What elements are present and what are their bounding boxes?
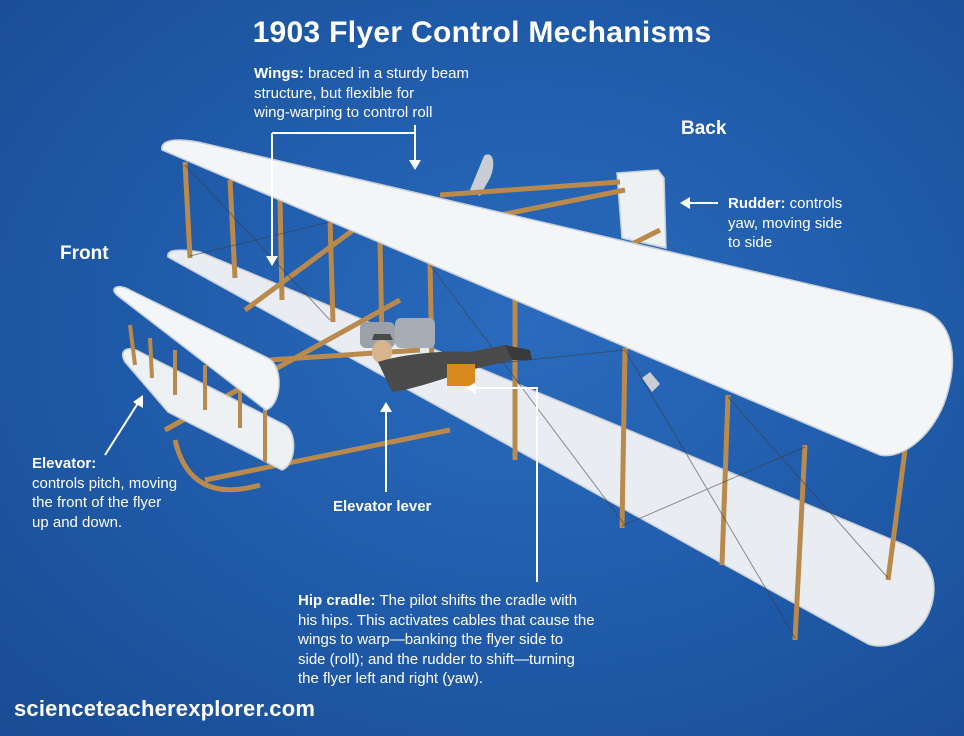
elevator-struts <box>128 324 267 462</box>
elevator-lever-label: Elevator lever <box>333 498 432 515</box>
elevator-upper <box>113 285 280 411</box>
upper-wing <box>161 139 954 457</box>
rudder-line: yaw, moving side <box>728 214 843 232</box>
hip-cradle-callout: Hip cradle: The pilot shifts the cradle … <box>298 591 595 689</box>
hip-cradle-term: Hip cradle: <box>298 592 376 609</box>
front-label: Front <box>60 243 109 264</box>
wings-callout: Wings: braced in a sturdy beam structure… <box>254 64 469 123</box>
rudder <box>616 169 667 249</box>
propeller-upper <box>470 154 494 196</box>
wings-line: wing-warping to control roll <box>254 104 433 121</box>
hip-cradle-line: his hips. This activates cables that cau… <box>298 611 595 629</box>
engine <box>360 318 435 348</box>
propeller-lower <box>642 372 660 392</box>
wings-term: Wings: <box>254 65 304 82</box>
elevator-term: Elevator: <box>32 455 97 472</box>
pointer-arrowheads <box>133 160 690 412</box>
hip-cradle-line: The pilot shifts the cradle with <box>379 592 578 609</box>
diagram-title: 1903 Flyer Control Mechanisms <box>252 16 712 49</box>
hip-cradle-line: the flyer left and right (yaw). <box>298 670 484 687</box>
hip-cradle-line: side (roll); and the rudder to shift—tur… <box>298 650 575 668</box>
wings-line: structure, but flexible for <box>254 84 415 102</box>
elevator-line: the front of the flyer <box>32 494 162 511</box>
rudder-callout: Rudder: controls yaw, moving side to sid… <box>728 194 842 253</box>
elevator-line: up and down. <box>32 513 123 531</box>
rudder-term: Rudder: <box>728 195 786 212</box>
lower-wing <box>167 249 935 647</box>
rudder-line: controls <box>789 195 843 212</box>
elevator-callout: Elevator: controls pitch, moving the fro… <box>32 454 177 532</box>
wings-line: braced in a sturdy beam <box>308 65 469 82</box>
pilot-figure <box>372 334 532 392</box>
elevator-lower <box>121 348 295 471</box>
rudder-line: to side <box>728 234 773 251</box>
hip-cradle-line: wings to warp—banking the flyer side to <box>298 631 564 648</box>
back-label: Back <box>681 118 727 139</box>
pointer-lines <box>104 125 718 582</box>
elevator-line: controls pitch, moving <box>32 474 178 492</box>
watermark: scienceteacherexplorer.com <box>14 696 316 721</box>
